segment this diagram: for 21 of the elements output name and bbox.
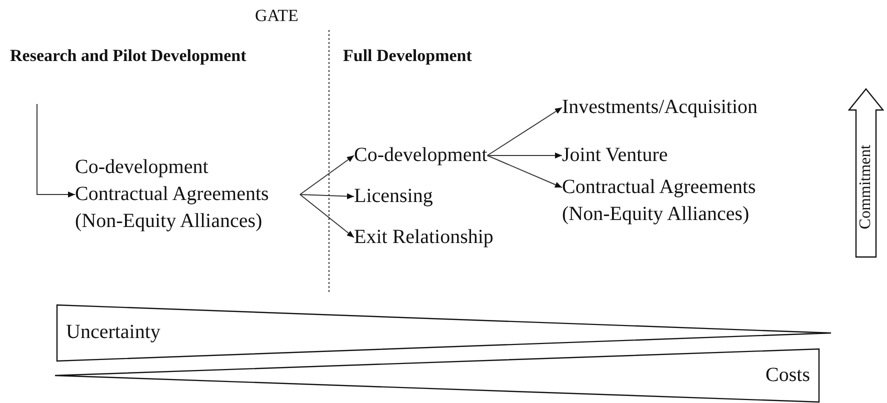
wedge-label: Uncertainty [66, 320, 160, 345]
phase-heading: Full Development [343, 46, 472, 66]
option-text: Licensing [354, 184, 433, 209]
arrow [486, 152, 562, 158]
arrow [300, 194, 354, 238]
option-text: Contractual Agreements (Non-Equity Alliances) [75, 182, 270, 234]
arrow [486, 155, 562, 188]
option-text: Exit Relationship [354, 225, 494, 250]
arrow [486, 107, 562, 156]
option-text: Joint Venture [562, 143, 668, 168]
commitment-label: Commitment [857, 144, 875, 230]
arrow [300, 193, 354, 200]
option-text: Co-development [354, 143, 488, 168]
option-text: Investments/Acquisition [562, 95, 758, 120]
arrow [36, 104, 76, 198]
phase-heading: Research and Pilot Development [10, 46, 246, 66]
gate-label: GATE [255, 6, 298, 26]
arrow [300, 155, 354, 195]
wedge-label: Costs [766, 362, 810, 388]
option-text: Co-development [75, 155, 210, 180]
option-text: Contractual Agreements (Non-Equity Alliances) [562, 175, 757, 227]
